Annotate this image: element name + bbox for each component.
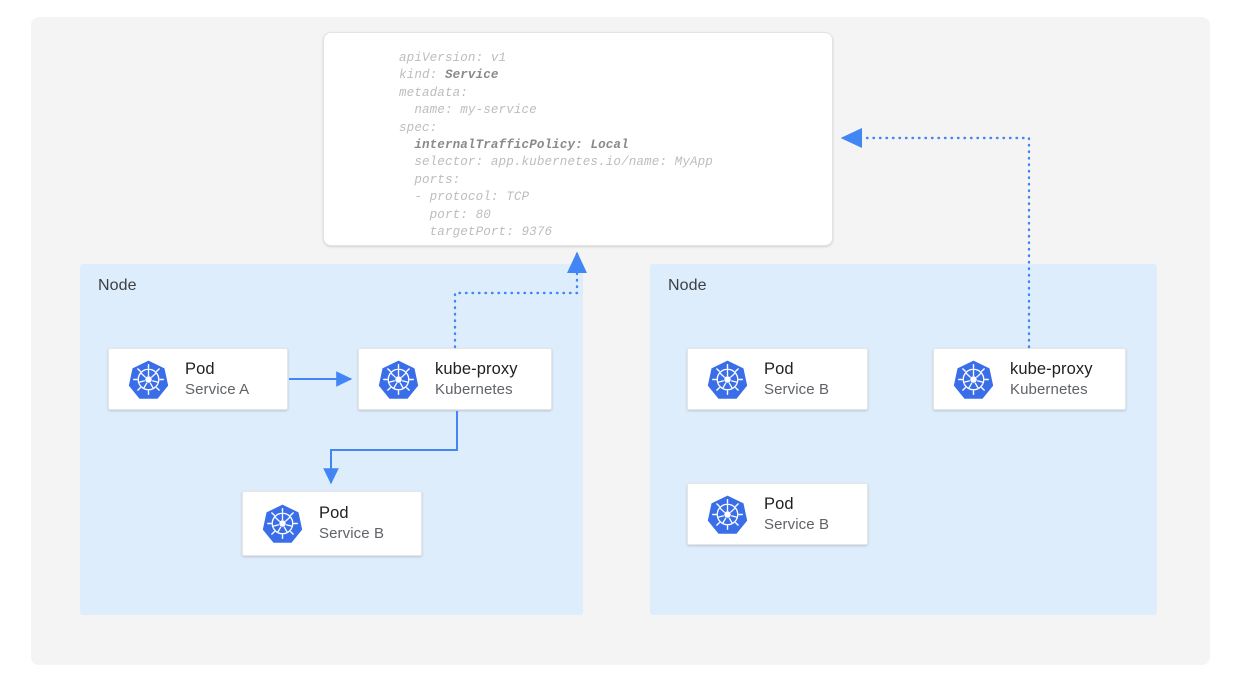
node-group-right: Node — [650, 264, 1157, 615]
card-title: Pod — [764, 494, 794, 513]
yaml-emphasis: Service — [444, 68, 499, 83]
yaml-line: port: 80 — [399, 207, 491, 222]
yaml-line: - protocol: TCP — [399, 190, 530, 205]
card-subtitle: Service B — [319, 525, 385, 542]
node-label: Node — [98, 277, 137, 294]
yaml-emphasis: internalTrafficPolicy: Local — [414, 138, 629, 153]
yaml-line: name: my-service — [399, 103, 537, 118]
yaml-line: kind: Service — [399, 68, 499, 83]
kubernetes-icon — [707, 360, 748, 399]
kubernetes-icon — [262, 504, 303, 543]
card-subtitle: Service B — [764, 515, 830, 533]
card-title: kube-proxy — [1010, 359, 1093, 378]
kubernetes-icon — [707, 495, 748, 534]
card-title: kube-proxy — [435, 359, 518, 378]
yaml-line: internalTrafficPolicy: Local — [399, 137, 713, 154]
card-title: Pod — [185, 359, 215, 378]
kubernetes-icon — [128, 360, 169, 399]
yaml-line: ports: — [399, 172, 461, 187]
card-pod-service-b-right-2[interactable]: Pod Service B — [687, 483, 868, 545]
yaml-line: apiVersion: v1 — [399, 51, 507, 65]
service-manifest-card: apiVersion: v1 kind: Service metadata: nam… — [323, 32, 833, 246]
card-title: Pod — [319, 504, 349, 522]
card-kube-proxy-left[interactable]: kube-proxy Kubernetes — [358, 348, 552, 410]
node-label: Node — [668, 277, 707, 294]
yaml-line: spec: — [399, 120, 438, 135]
yaml-line: targetPort: 9376 — [399, 225, 553, 240]
card-subtitle: Service A — [185, 380, 250, 398]
card-title: Pod — [764, 359, 794, 378]
diagram-canvas: apiVersion: v1 kind: Service metadata: nam… — [31, 17, 1210, 665]
card-kube-proxy-right[interactable]: kube-proxy Kubernetes — [933, 348, 1126, 410]
node-group-left: Node — [80, 264, 583, 615]
yaml-line: selector: app.kubernetes.io/name: MyApp — [399, 155, 713, 170]
yaml-line: metadata: — [399, 85, 468, 100]
card-pod-service-a[interactable]: Pod Service A — [108, 348, 288, 410]
kubernetes-icon — [378, 360, 419, 399]
card-subtitle: Kubernetes — [435, 380, 513, 398]
card-subtitle: Kubernetes — [1010, 380, 1088, 398]
card-subtitle: Service B — [764, 380, 830, 398]
service-manifest-yaml: apiVersion: v1 kind: Service metadata: nam… — [399, 50, 713, 241]
kubernetes-icon — [953, 360, 994, 399]
card-pod-service-b-left[interactable]: Pod Service B — [242, 491, 422, 556]
card-pod-service-b-right-1[interactable]: Pod Service B — [687, 348, 868, 410]
